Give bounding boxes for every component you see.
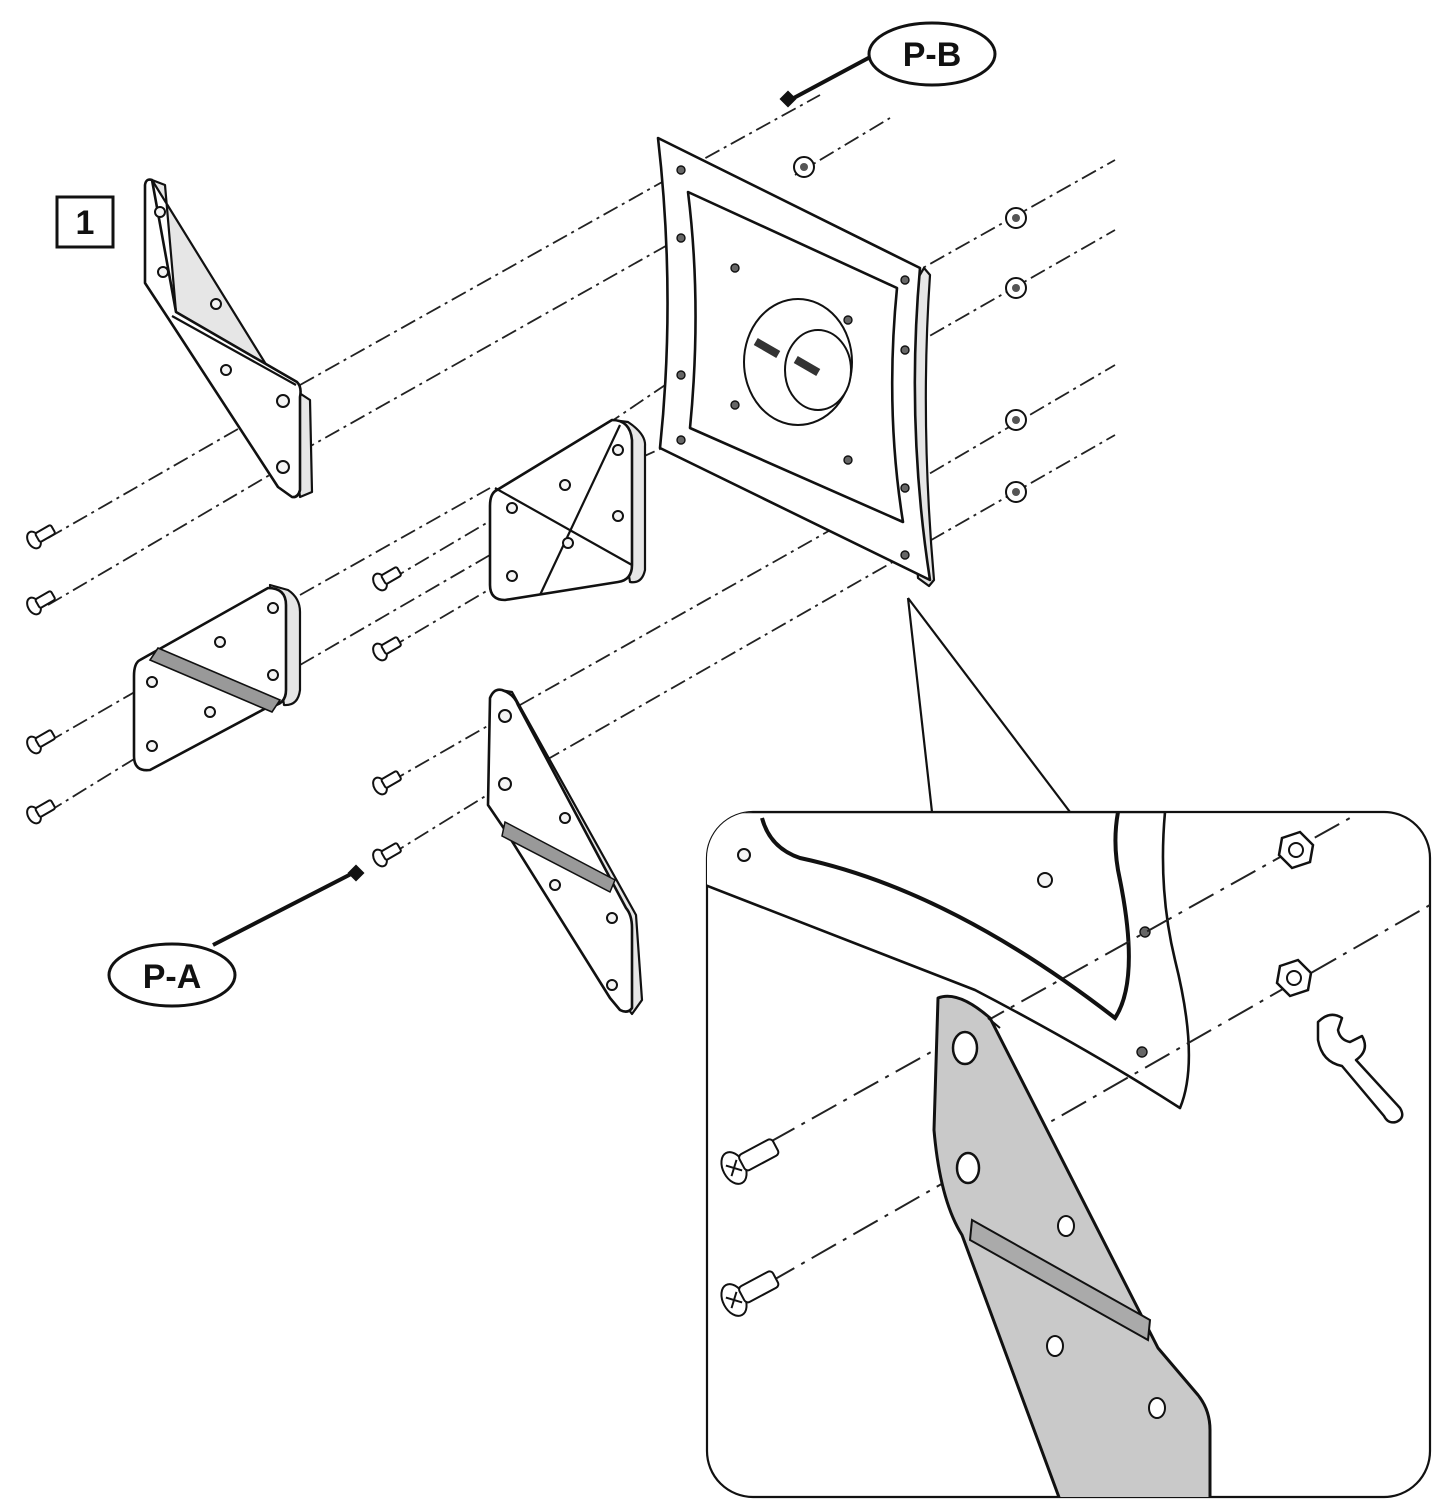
- nut-detail: [1275, 958, 1313, 998]
- screw: [372, 770, 402, 796]
- spacer-plate-lower: [132, 583, 302, 772]
- screw: [26, 729, 56, 755]
- callout-part-b: P-B: [779, 21, 997, 108]
- screw: [372, 636, 402, 662]
- step-number-box: 1: [55, 195, 115, 249]
- nut: [1005, 277, 1027, 299]
- screws: [26, 524, 402, 868]
- nut: [1005, 481, 1027, 503]
- screw: [26, 524, 56, 550]
- nut: [1005, 207, 1027, 229]
- screw: [372, 566, 402, 592]
- nuts: [793, 156, 1027, 503]
- spacer-plate-upper: [488, 418, 647, 602]
- wrench-icon: [1316, 1013, 1404, 1124]
- screw: [26, 799, 56, 825]
- part-a-label: P-A: [143, 958, 202, 996]
- zoom-wedge: [906, 597, 1071, 813]
- part-b-label: P-B: [903, 36, 962, 74]
- vesa-mounting-plate: [656, 136, 936, 588]
- callout-part-a: P-A: [107, 864, 365, 1008]
- nut-detail: [1277, 830, 1315, 870]
- detail-inset: [705, 810, 1432, 1499]
- bracket-top-left: [143, 178, 314, 499]
- nut: [1005, 409, 1027, 431]
- screw: [372, 842, 402, 868]
- bracket-bottom: [486, 688, 644, 1016]
- screw: [26, 590, 56, 616]
- step-number: 1: [76, 204, 95, 242]
- nut: [793, 156, 815, 178]
- screw-detail: [720, 1270, 780, 1317]
- screw-detail: [720, 1138, 780, 1185]
